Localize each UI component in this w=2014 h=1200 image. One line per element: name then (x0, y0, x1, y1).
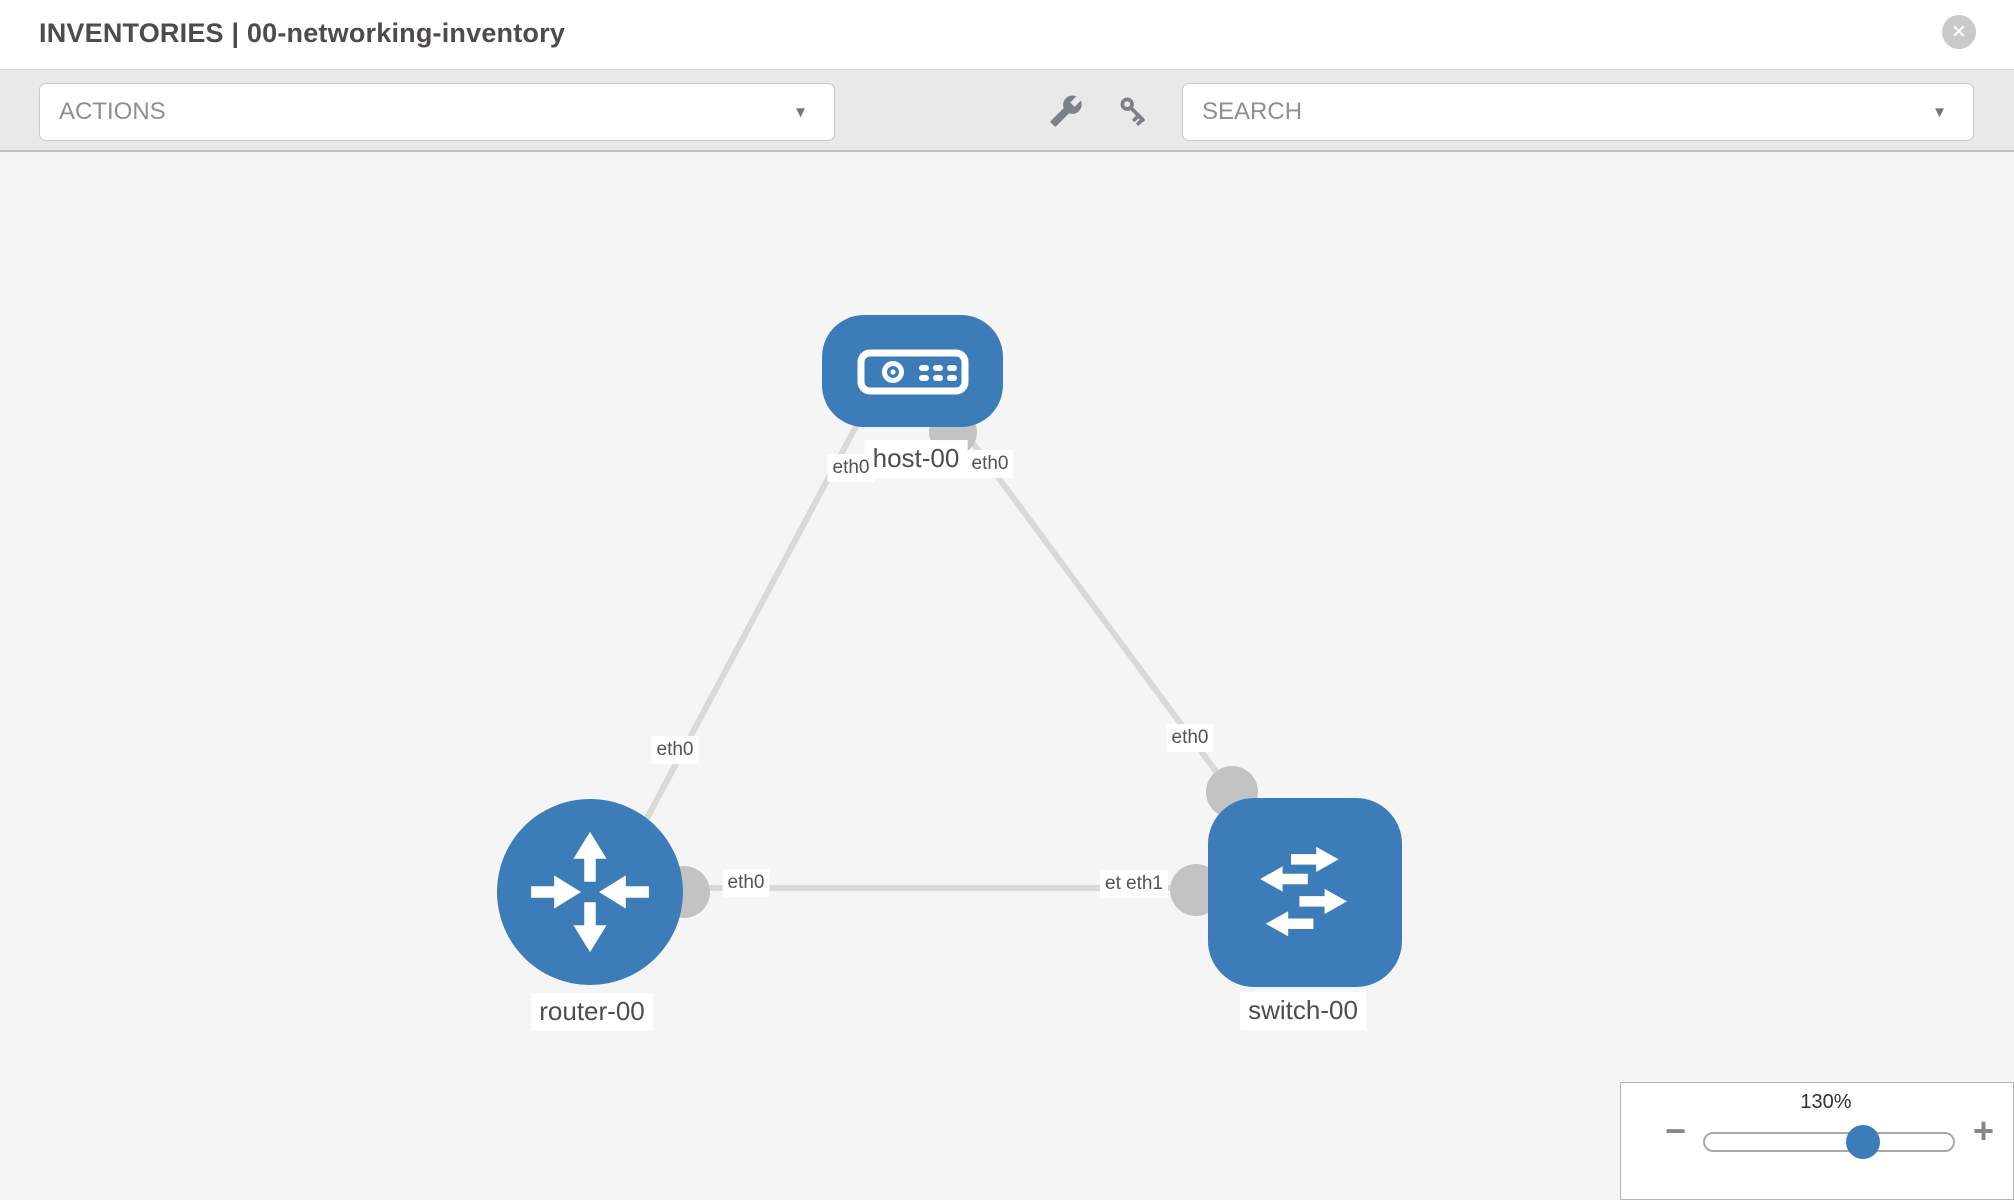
close-x-glyph: ✕ (1951, 21, 1967, 43)
key-icon[interactable] (1117, 94, 1151, 128)
header-bar: INVENTORIES | 00-networking-inventory ✕ (0, 0, 2014, 70)
page-title: INVENTORIES | 00-networking-inventory (39, 18, 566, 48)
if-label-router-top: eth0 (651, 736, 699, 764)
node-label-router: router-00 (531, 993, 653, 1031)
wrench-icon[interactable] (1049, 94, 1083, 128)
chevron-down-icon: ▼ (793, 103, 808, 121)
node-label-host: host-00 (864, 440, 968, 478)
node-label-switch: switch-00 (1240, 992, 1366, 1030)
router-icon (531, 831, 649, 953)
if-label-host-left: eth0 (827, 454, 875, 482)
toolbar: ACTIONS ▼ SEARCH ▼ (0, 70, 2014, 152)
if-label-link-router: eth0 (722, 869, 770, 897)
node-host-00[interactable] (822, 315, 1003, 427)
node-switch-00[interactable] (1208, 798, 1402, 987)
close-icon[interactable]: ✕ (1942, 15, 1976, 49)
zoom-slider-track[interactable] (1703, 1125, 1955, 1159)
zoom-slider-thumb[interactable] (1846, 1125, 1880, 1159)
link-host-router (619, 413, 865, 867)
if-label-switch-top: eth0 (1166, 724, 1214, 752)
node-router-00[interactable] (497, 799, 683, 985)
server-icon (857, 349, 968, 395)
zoom-in-button[interactable]: + (1973, 1110, 1995, 1151)
interface-connectors (658, 408, 1258, 918)
zoom-percent-value: 130% (1800, 1091, 1852, 1113)
link-lines (590, 413, 1300, 891)
search-dropdown-label: SEARCH (1202, 98, 1303, 125)
actions-dropdown-label: ACTIONS (59, 98, 166, 125)
switch-icon (1260, 846, 1347, 936)
if-label-host-right: eth0 (966, 450, 1014, 478)
actions-dropdown[interactable]: ACTIONS ▼ (39, 83, 835, 141)
topology-links-layer (590, 408, 1300, 918)
zoom-out-button[interactable]: − (1665, 1110, 1687, 1151)
search-dropdown[interactable]: SEARCH ▼ (1182, 83, 1974, 141)
topology-canvas[interactable]: host-00 router-00 switch-00 eth0 eth0 et… (0, 152, 2014, 1200)
chevron-down-icon: ▼ (1932, 103, 1947, 121)
if-label-link-switch-over: eth1 (1121, 870, 1168, 898)
zoom-control-panel: 130% − + (1620, 1082, 2014, 1200)
